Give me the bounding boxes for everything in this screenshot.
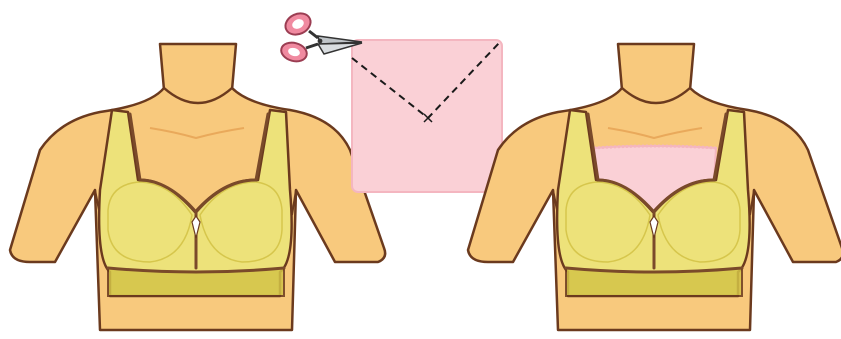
fabric-piece xyxy=(352,40,502,192)
scissor-arms xyxy=(306,31,318,48)
figure-after xyxy=(468,44,841,330)
scissors-icon xyxy=(279,9,362,64)
scissor-pivot xyxy=(318,39,323,44)
figure-before xyxy=(10,44,385,330)
